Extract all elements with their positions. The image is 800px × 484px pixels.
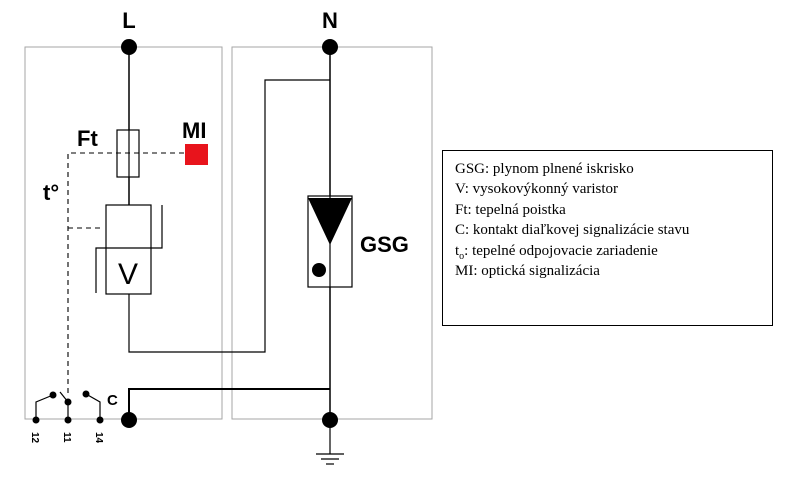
- contact-node-left: [49, 391, 57, 399]
- legend-symbol-sub: o: [459, 250, 465, 262]
- legend-symbol-t: t: [455, 242, 460, 259]
- contact-pin-11-dot: [64, 416, 72, 424]
- legend-box: GSG: plynom plnené iskrisko V: vysokovýk…: [442, 150, 773, 326]
- gsg-dot-icon: [312, 263, 326, 277]
- terminal-l-dot: [121, 39, 137, 55]
- legend-item-remote-contact: C: kontakt diaľkovej signalizácie stavu: [455, 222, 690, 239]
- varistor-symbol: [105, 204, 152, 295]
- ground-icon: [316, 453, 344, 465]
- optical-indicator-label: MI: [182, 118, 206, 143]
- contact-pin-label-14: 14: [93, 432, 104, 444]
- terminal-pe-left-dot: [121, 412, 137, 428]
- legend-item-gsg: GSG: plynom plnené iskrisko: [455, 161, 634, 177]
- legend-thermal-disconnector-text: : tepelné odpojovacie zariadenie: [464, 242, 658, 259]
- legend-item-thermal-disconnector: to: tepelné odpojovacie zariadenie: [455, 241, 772, 262]
- contact-node-right: [82, 390, 90, 398]
- contact-pin-label-11: 11: [61, 432, 72, 443]
- varistor-label: V: [118, 258, 138, 291]
- contact-pin-label-12: 12: [29, 432, 40, 444]
- gsg-triangle-icon: [308, 198, 352, 245]
- gsg-label: GSG: [360, 232, 409, 257]
- terminal-n-dot: [322, 39, 338, 55]
- legend-item-thermal-fuse: Ft: tepelná poistka: [455, 201, 566, 218]
- varistor-characteristic-line: [95, 205, 163, 293]
- optical-indicator-symbol: [185, 144, 208, 165]
- varistor-to-gsg-wire: [128, 79, 330, 353]
- thermal-disconnector-linkage: [67, 152, 184, 395]
- legend-item-varistor: V: vysokovýkonný varistor: [455, 181, 619, 198]
- remote-contact-label: C: [107, 392, 118, 409]
- contact-pin-12-dot: [32, 416, 40, 424]
- contact-node-mid: [64, 398, 72, 406]
- terminal-n-label: N: [322, 8, 338, 33]
- bottom-bus-wire: [128, 388, 330, 420]
- thermal-fuse-label: Ft: [77, 126, 98, 151]
- terminal-l-label: L: [122, 8, 135, 33]
- thermal-disconnector-label: t°: [43, 180, 59, 205]
- legend-item-optical-indicator: MI: optická signalizácia: [455, 263, 600, 280]
- contact-pin-14-dot: [96, 416, 104, 424]
